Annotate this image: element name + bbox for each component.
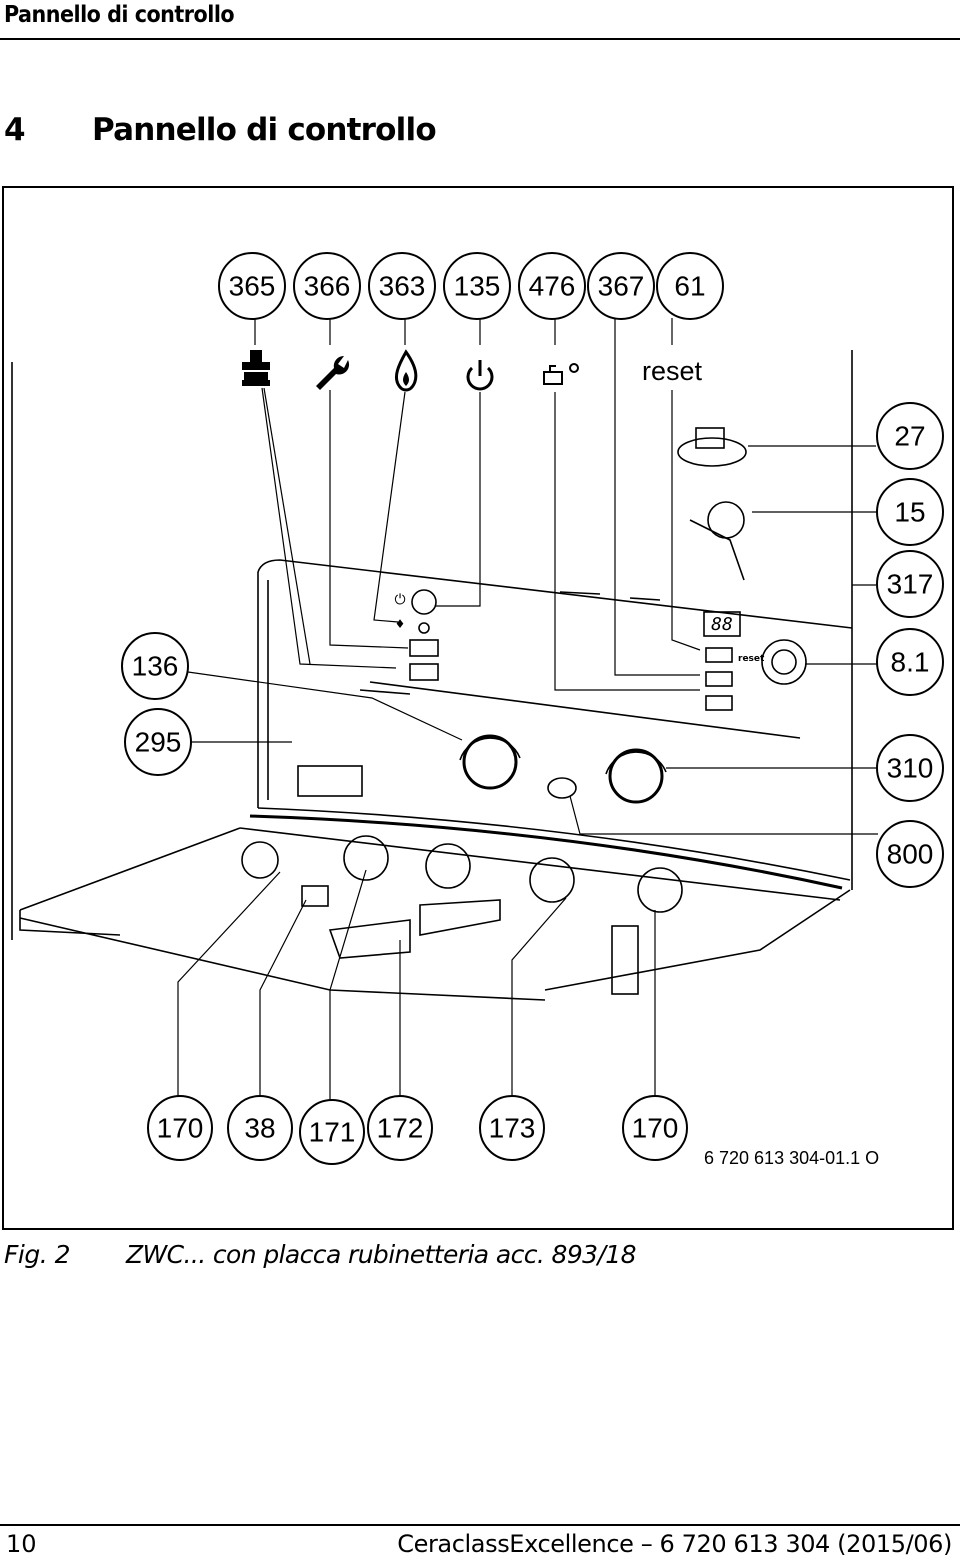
chimney-sweep-icon <box>242 350 270 386</box>
svg-text:295: 295 <box>135 727 182 758</box>
svg-text:♦: ♦ <box>395 617 406 631</box>
svg-text:15: 15 <box>894 497 925 528</box>
dhw-knob <box>605 748 667 804</box>
svg-text:8.1: 8.1 <box>891 647 930 678</box>
leader-lines <box>177 318 880 1102</box>
svg-text:173: 173 <box>489 1113 536 1144</box>
wrench-icon <box>316 355 350 390</box>
footer-rule <box>0 1524 960 1526</box>
tap-sun-icon <box>543 363 579 385</box>
figure-caption-text: ZWC... con placca rubinetteria acc. 893/… <box>126 1240 637 1269</box>
figure-caption-label: Fig. 2 <box>4 1240 71 1269</box>
svg-text:172: 172 <box>377 1113 424 1144</box>
left-callouts: 136 295 <box>121 632 192 776</box>
section-title: Pannello di controllo <box>92 112 437 148</box>
svg-text:171: 171 <box>309 1117 356 1148</box>
panel-reset-label: reset <box>738 654 765 664</box>
flame-icon <box>394 349 418 392</box>
svg-text:800: 800 <box>887 839 934 870</box>
svg-text:136: 136 <box>132 651 179 682</box>
power-icon <box>466 360 494 391</box>
display-readout: 88 <box>711 614 733 635</box>
drawing-number: 6 720 613 304-01.1 O <box>704 1148 879 1168</box>
svg-text:363: 363 <box>379 271 426 302</box>
figure-frame <box>2 186 954 1230</box>
svg-text:170: 170 <box>632 1113 679 1144</box>
svg-text:317: 317 <box>887 569 934 600</box>
boiler-housing <box>11 350 853 1001</box>
page-number: 10 <box>6 1530 37 1558</box>
bottom-connections <box>241 427 747 995</box>
reset-label: reset <box>642 356 703 386</box>
right-callouts: 27 15 317 8.1 310 800 <box>876 402 944 888</box>
svg-text:310: 310 <box>887 753 934 784</box>
svg-text:61: 61 <box>674 271 705 302</box>
section-number: 4 <box>4 112 26 148</box>
heating-knob <box>459 734 521 790</box>
boiler-control-panel-diagram: ⏻ ♦ 88 reset <box>11 252 944 1168</box>
svg-text:476: 476 <box>529 271 576 302</box>
svg-text:366: 366 <box>304 271 351 302</box>
svg-text:170: 170 <box>157 1113 204 1144</box>
svg-text:365: 365 <box>229 271 276 302</box>
svg-text:⏻: ⏻ <box>394 592 405 608</box>
svg-text:27: 27 <box>894 421 925 452</box>
bottom-callouts: 170 38 171 172 173 170 <box>147 1095 688 1165</box>
running-title: Pannello di controllo <box>4 2 235 28</box>
svg-text:38: 38 <box>244 1113 275 1144</box>
header-rule <box>0 38 960 40</box>
svg-text:367: 367 <box>598 271 645 302</box>
svg-text:135: 135 <box>454 271 501 302</box>
control-buttons-right: 88 reset <box>703 611 807 711</box>
document-reference: CeraclassExcellence – 6 720 613 304 (201… <box>397 1530 952 1558</box>
pressure-gauge <box>547 777 577 799</box>
top-callouts: 365 366 363 135 476 367 61 <box>218 252 724 320</box>
control-buttons-left: ⏻ ♦ <box>394 589 439 681</box>
